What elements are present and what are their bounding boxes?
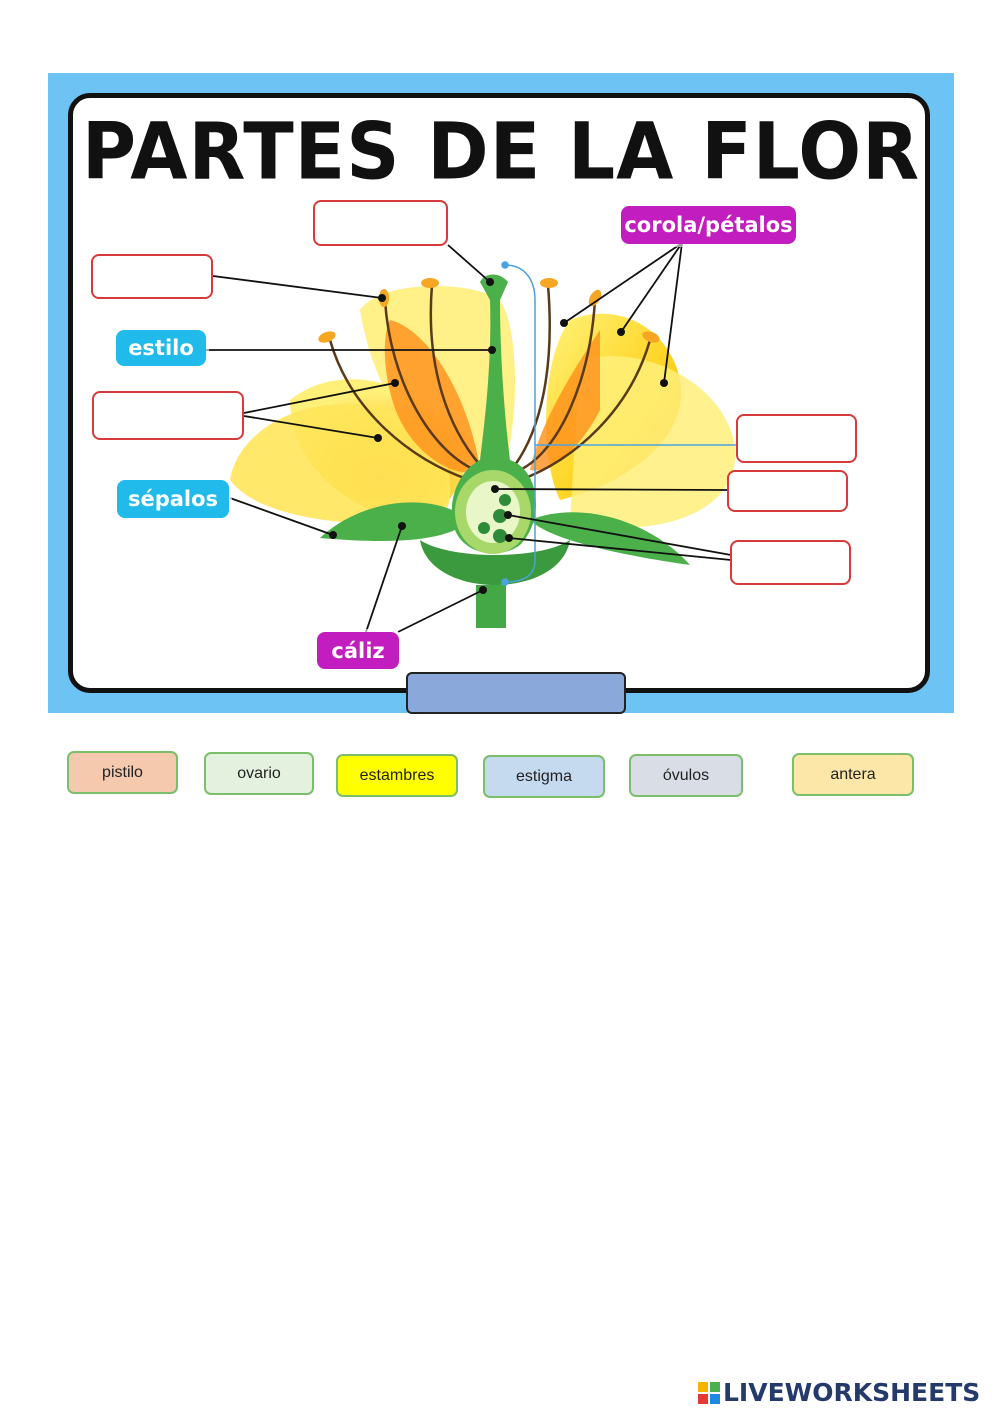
footer-brand: LIVEWORKSHEETS [723,1378,981,1407]
page-title: PARTES DE LA FLOR [81,106,921,198]
leader-lines [205,242,732,633]
answer-box-pistil[interactable] [736,414,857,463]
word-chip-ovulos[interactable]: óvulos [629,754,743,797]
label-sepalos: sépalos [117,480,229,518]
answer-box-anther[interactable] [91,254,213,299]
answer-box-ovary[interactable] [727,470,848,512]
liveworksheets-logo: LIVEWORKSHEETS [698,1378,980,1407]
pistil [451,274,537,554]
leader-dots [329,278,668,594]
stamens [328,284,652,482]
petals [230,286,736,528]
label-estilo: estilo [116,330,206,366]
liveworksheets-logo-icon [698,1381,720,1404]
board-tab [406,672,626,714]
word-chip-pistilo[interactable]: pistilo [67,751,178,794]
flower-diagram [205,242,738,633]
label-caliz: cáliz [317,632,399,669]
answer-box-stamens[interactable] [92,391,244,440]
word-chip-antera[interactable]: antera [792,753,914,796]
label-corola: corola/pétalos [621,206,796,244]
word-chip-estigma[interactable]: estigma [483,755,605,798]
word-chip-ovario[interactable]: ovario [204,752,314,795]
pistil-bracket [501,261,738,586]
answer-box-ovules[interactable] [730,540,851,585]
word-chip-estambres[interactable]: estambres [336,754,458,797]
answer-box-stigma[interactable] [313,200,448,246]
